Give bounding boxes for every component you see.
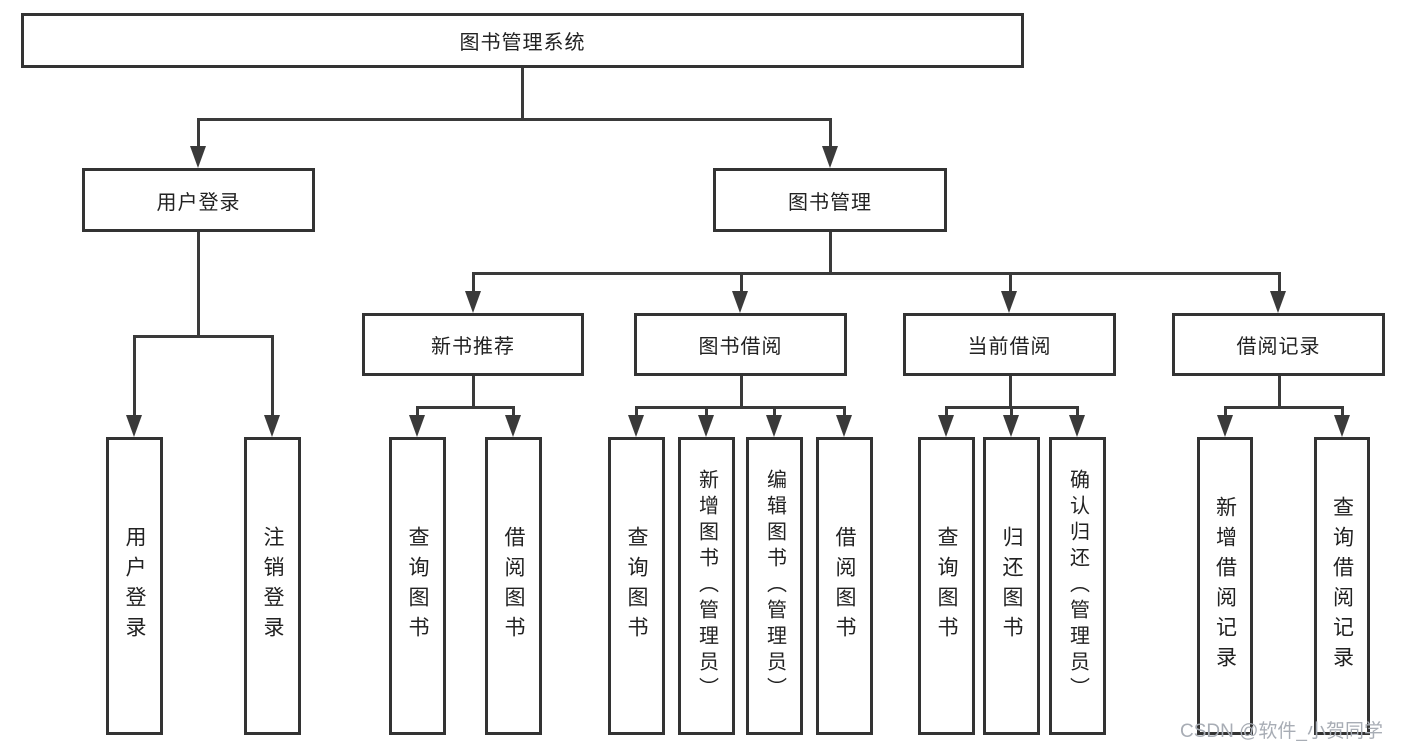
connector-recommend-stem xyxy=(472,376,475,406)
node-current-borrow: 当前借阅 xyxy=(903,313,1116,376)
leaf-add-book-admin: 新增图书（管理员） xyxy=(678,437,735,735)
connector-drop-leaf xyxy=(635,409,638,417)
node-book-management: 图书管理 xyxy=(713,168,947,232)
leaf-query-books-recommend-label: 查询图书 xyxy=(406,526,429,646)
connector-records-stem xyxy=(1278,376,1281,406)
node-current-borrow-label: 当前借阅 xyxy=(967,336,1052,358)
connector-current-horizontal xyxy=(945,406,1079,409)
arrow-down-icon xyxy=(1001,291,1017,313)
arrow-down-icon xyxy=(698,415,714,437)
node-book-borrow-label: 图书借阅 xyxy=(698,336,783,358)
arrow-down-icon xyxy=(822,146,838,168)
leaf-query-borrow-record-label: 查询借阅记录 xyxy=(1330,496,1354,676)
leaf-user-login-label: 用户登录 xyxy=(123,526,146,646)
connector-drop-leaf xyxy=(843,409,846,417)
leaf-borrow-books-recommend-label: 借阅图书 xyxy=(502,526,525,646)
connector-level2-horizontal xyxy=(197,118,832,121)
root-node-label: 图书管理系统 xyxy=(459,32,586,54)
connector-user-login-stem xyxy=(197,232,200,335)
leaf-query-borrow-record: 查询借阅记录 xyxy=(1314,437,1370,735)
leaf-logout: 注销登录 xyxy=(244,437,301,735)
node-book-borrow: 图书借阅 xyxy=(634,313,847,376)
arrow-down-icon xyxy=(628,415,644,437)
leaf-return-books: 归还图书 xyxy=(983,437,1040,735)
arrow-down-icon xyxy=(126,415,142,437)
connector-drop-leaf xyxy=(133,338,136,415)
node-user-login-label: 用户登录 xyxy=(156,191,241,214)
connector-drop-leaf xyxy=(1224,409,1227,417)
leaf-edit-book-admin: 编辑图书（管理员） xyxy=(746,437,803,735)
connector-drop-leaf xyxy=(1341,409,1344,417)
connector-user-login-horizontal xyxy=(133,335,274,338)
node-borrow-records: 借阅记录 xyxy=(1172,313,1385,376)
leaf-borrow-books: 借阅图书 xyxy=(816,437,873,735)
connector-current-stem xyxy=(1009,376,1012,406)
connector-book-management-stem xyxy=(829,232,832,272)
leaf-add-borrow-record: 新增借阅记录 xyxy=(1197,437,1253,735)
arrow-down-icon xyxy=(190,146,206,168)
connector-root-stem xyxy=(521,68,524,118)
connector-borrow-stem xyxy=(740,376,743,406)
arrow-down-icon xyxy=(1334,415,1350,437)
node-new-book-recommend-label: 新书推荐 xyxy=(431,336,515,358)
leaf-query-books-borrow-label: 查询图书 xyxy=(625,526,648,646)
leaf-edit-book-admin-label: 编辑图书（管理员） xyxy=(763,469,786,703)
csdn-watermark: CSDN @软件_小贺同学 xyxy=(1180,721,1383,742)
connector-drop-level3 xyxy=(740,275,743,291)
connector-drop-level3 xyxy=(1009,275,1012,291)
connector-level3-horizontal xyxy=(472,272,1281,275)
leaf-add-borrow-record-label: 新增借阅记录 xyxy=(1213,496,1237,676)
leaf-confirm-return-admin-label: 确认归还（管理员） xyxy=(1066,469,1089,703)
arrow-down-icon xyxy=(1003,415,1019,437)
arrow-down-icon xyxy=(264,415,280,437)
connector-drop-leaf xyxy=(705,409,708,417)
connector-drop-leaf xyxy=(271,338,274,415)
connector-drop-leaf xyxy=(1010,409,1013,417)
connector-drop-leaf xyxy=(945,409,948,417)
arrow-down-icon xyxy=(1270,291,1286,313)
leaf-query-books-borrow: 查询图书 xyxy=(608,437,665,735)
root-node: 图书管理系统 xyxy=(21,13,1024,68)
leaf-confirm-return-admin: 确认归还（管理员） xyxy=(1049,437,1106,735)
node-borrow-records-label: 借阅记录 xyxy=(1236,336,1321,358)
arrow-down-icon xyxy=(766,415,782,437)
connector-drop-leaf xyxy=(416,409,419,417)
node-book-management-label: 图书管理 xyxy=(788,191,872,214)
leaf-logout-label: 注销登录 xyxy=(261,526,284,646)
arrow-down-icon xyxy=(1217,415,1233,437)
connector-drop-user-login xyxy=(197,121,200,146)
connector-drop-level3 xyxy=(1278,275,1281,291)
arrow-down-icon xyxy=(1069,415,1085,437)
connector-records-horizontal xyxy=(1224,406,1344,409)
leaf-query-books-current-label: 查询图书 xyxy=(935,526,958,646)
arrow-down-icon xyxy=(505,415,521,437)
arrow-down-icon xyxy=(938,415,954,437)
connector-drop-leaf xyxy=(1076,409,1079,417)
connector-borrow-horizontal xyxy=(635,406,846,409)
leaf-borrow-books-label: 借阅图书 xyxy=(833,526,856,646)
connector-drop-leaf xyxy=(773,409,776,417)
connector-drop-book-management xyxy=(829,121,832,146)
leaf-query-books-current: 查询图书 xyxy=(918,437,975,735)
leaf-borrow-books-recommend: 借阅图书 xyxy=(485,437,542,735)
connector-drop-level3 xyxy=(472,275,475,291)
node-new-book-recommend: 新书推荐 xyxy=(362,313,584,376)
connector-drop-leaf xyxy=(512,409,515,417)
leaf-add-book-admin-label: 新增图书（管理员） xyxy=(695,469,718,703)
leaf-return-books-label: 归还图书 xyxy=(1000,526,1023,646)
leaf-user-login: 用户登录 xyxy=(106,437,163,735)
arrow-down-icon xyxy=(465,291,481,313)
arrow-down-icon xyxy=(836,415,852,437)
arrow-down-icon xyxy=(732,291,748,313)
node-user-login: 用户登录 xyxy=(82,168,315,232)
arrow-down-icon xyxy=(409,415,425,437)
connector-recommend-horizontal xyxy=(416,406,515,409)
leaf-query-books-recommend: 查询图书 xyxy=(389,437,446,735)
